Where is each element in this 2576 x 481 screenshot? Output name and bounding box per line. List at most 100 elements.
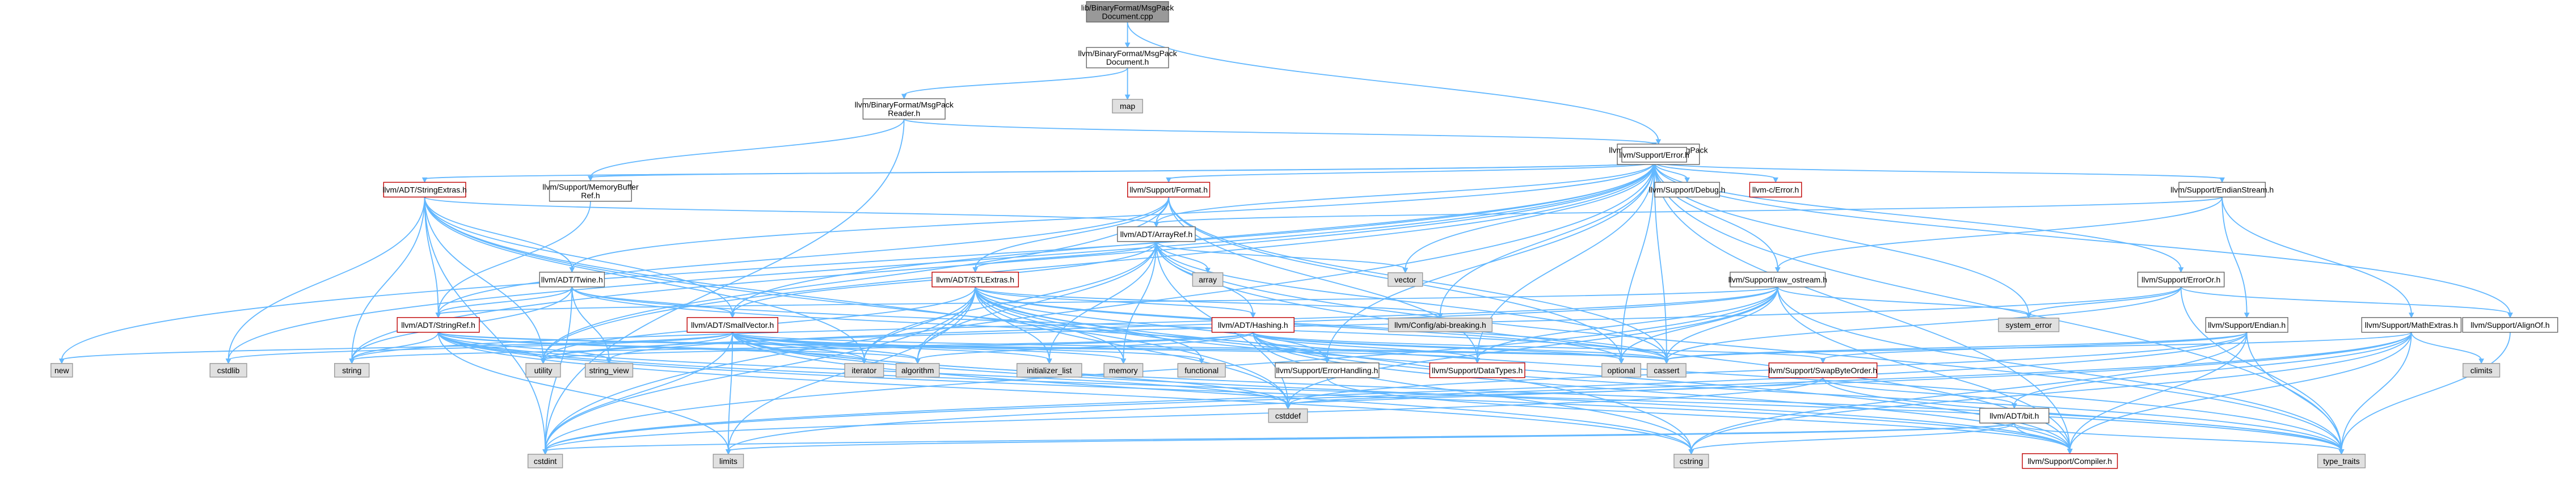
node-stlextras[interactable]: llvm/ADT/STLExtras.h: [931, 272, 1019, 288]
node-debug[interactable]: llvm/Support/Debug.h: [1649, 182, 1726, 198]
edge-smallvec-to-cstring: [732, 332, 1692, 451]
node-hashing[interactable]: llvm/ADT/Hashing.h: [1211, 317, 1295, 333]
node-label: llvm/Support/EndianStream.h: [2170, 185, 2274, 194]
node-label: vector: [1394, 275, 1416, 284]
edge-erroror-to-typetraits: [2180, 286, 2342, 451]
edge-swapbyte-to-bit: [1822, 377, 2015, 406]
node-rawostream[interactable]: llvm/Support/raw_ostream.h: [1728, 272, 1827, 288]
arrowhead-bit-to-cstdint: [542, 449, 548, 455]
edge-stringref-to-stringview: [437, 332, 610, 361]
node-datatypes[interactable]: llvm/Support/DataTypes.h: [1429, 362, 1525, 378]
node-alignof[interactable]: llvm/Support/AlignOf.h: [2462, 317, 2558, 333]
edge-hashing-to-utility: [542, 331, 1254, 361]
node-box: [1103, 363, 1144, 378]
node-label: llvm/Support/raw_ostream.h: [1728, 275, 1827, 284]
edge-error-to-format: [1168, 161, 1655, 180]
edge-mathext-to-bit: [2013, 332, 2412, 405]
edge-mathext-to-cassert: [1666, 331, 2412, 361]
arrowhead-endstream-to-mathext: [2409, 313, 2414, 318]
node-mathext[interactable]: llvm/Support/MathExtras.h: [2361, 317, 2462, 333]
node-bit[interactable]: llvm/ADT/bit.h: [1979, 408, 2050, 424]
edge-strext-to-utility: [424, 197, 544, 360]
arrowhead-hashing-to-utility: [540, 358, 546, 364]
node-swapbyte[interactable]: llvm/Support/SwapByteOrder.h: [1768, 362, 1878, 378]
node-box: [2317, 454, 2366, 469]
node-label: string_view: [589, 366, 630, 375]
edge-erroror-to-alignof: [2180, 286, 2511, 315]
node-endstream[interactable]: llvm/Support/EndianStream.h: [2170, 182, 2274, 198]
arrowhead-rawostream-to-stringref: [435, 313, 441, 318]
node-endian[interactable]: llvm/Support/Endian.h: [2205, 317, 2288, 333]
node-label: new: [54, 366, 70, 375]
node-box: [2463, 363, 2501, 378]
node-label: cstdint: [534, 457, 557, 466]
node-smallvec[interactable]: llvm/ADT/SmallVector.h: [686, 317, 778, 333]
node-strext[interactable]: llvm/ADT/StringExtras.h: [382, 182, 467, 198]
edge-stlextras-to-abibreak: [975, 286, 1441, 315]
node-stringref[interactable]: llvm/ADT/StringRef.h: [397, 317, 480, 333]
node-label: lib/BinaryFormat/MsgPack: [1081, 3, 1174, 12]
node-cstdint: cstdint: [527, 454, 563, 469]
arrowhead-hashing-to-datatypes: [1474, 358, 1480, 364]
edge-hashing-to-errhandling: [1252, 332, 1328, 360]
arrowhead-mathext-to-cassert: [1664, 358, 1669, 364]
arrowhead-error-to-debug: [1684, 177, 1690, 183]
arrowhead-error-to-cerror: [1773, 177, 1778, 183]
node-vector: vector: [1388, 272, 1423, 287]
edge-membuf-to-stringref: [437, 201, 591, 314]
edge-error-to-erroror: [1654, 162, 2182, 269]
edge-smallvec-to-cstdlib: [227, 331, 733, 361]
arrowhead-error-to-strext: [421, 177, 428, 183]
edge-hashing-to-cstring: [1252, 332, 1692, 451]
node-box: [1127, 182, 1211, 198]
node-box: [1998, 318, 2060, 332]
arrowhead-swapbyte-to-cstddef: [1285, 404, 1291, 410]
node-label: llvm-c/Error.h: [1752, 185, 1799, 194]
node-cerror[interactable]: llvm-c/Error.h: [1749, 182, 1802, 198]
edge-stlextras-to-cstddef: [975, 286, 1289, 406]
node-label: llvm/Support/SwapByteOrder.h: [1769, 366, 1877, 375]
edge-strext-to-arrayref: [424, 196, 1157, 224]
node-box: [1275, 362, 1380, 378]
node-erroror[interactable]: llvm/Support/ErrorOr.h: [2137, 272, 2225, 288]
arrowhead-doc-to-reader: [901, 94, 907, 100]
node-box: [50, 363, 73, 378]
node-label: cassert: [1654, 366, 1679, 375]
edge-error-to-arrayref: [1156, 162, 1655, 224]
node-label: llvm/ADT/bit.h: [1989, 411, 2039, 420]
node-box: [383, 182, 466, 198]
node-syserr: system_error: [1998, 318, 2060, 332]
node-label: llvm/ADT/ArrayRef.h: [1120, 230, 1193, 239]
arrowhead-endstream-to-arrayref: [1153, 222, 1160, 227]
edge-mathext-to-compiler: [2069, 332, 2412, 450]
edge-rawostream-to-cassert: [1666, 286, 1778, 360]
edge-strext-to-iterator: [424, 197, 865, 360]
edge-hashing-to-algorithm: [917, 331, 1254, 361]
node-label: llvm/Support/Endian.h: [2208, 320, 2286, 330]
arrowhead-twine-to-smallvec: [730, 313, 736, 318]
edge-rawostream-to-datatypes: [1477, 286, 1778, 360]
node-errhandling[interactable]: llvm/Support/ErrorHandling.h: [1275, 362, 1380, 378]
arrowhead-errhandling-to-compiler: [2067, 449, 2073, 454]
node-format[interactable]: llvm/Support/Format.h: [1127, 182, 1211, 198]
edge-smallvec-to-cstdint: [545, 332, 733, 451]
node-compiler[interactable]: llvm/Support/Compiler.h: [2022, 453, 2118, 469]
node-arrayref[interactable]: llvm/ADT/ArrayRef.h: [1117, 226, 1196, 242]
node-algorithm: algorithm: [895, 363, 940, 378]
edge-error-to-errhandling: [1326, 162, 1655, 360]
edge-strext-to-smallvec: [424, 197, 733, 314]
arrowhead-error-to-endstream: [2219, 177, 2225, 183]
node-label: llvm/ADT/STLExtras.h: [936, 275, 1014, 284]
edge-strext-to-string: [351, 197, 425, 360]
node-box: [525, 363, 561, 378]
node-error[interactable]: llvm/Support/Error.h: [1619, 147, 1689, 163]
node-box: [539, 272, 605, 288]
node-cstdlib: cstdlib: [209, 363, 247, 378]
node-twine[interactable]: llvm/ADT/Twine.h: [539, 272, 605, 288]
